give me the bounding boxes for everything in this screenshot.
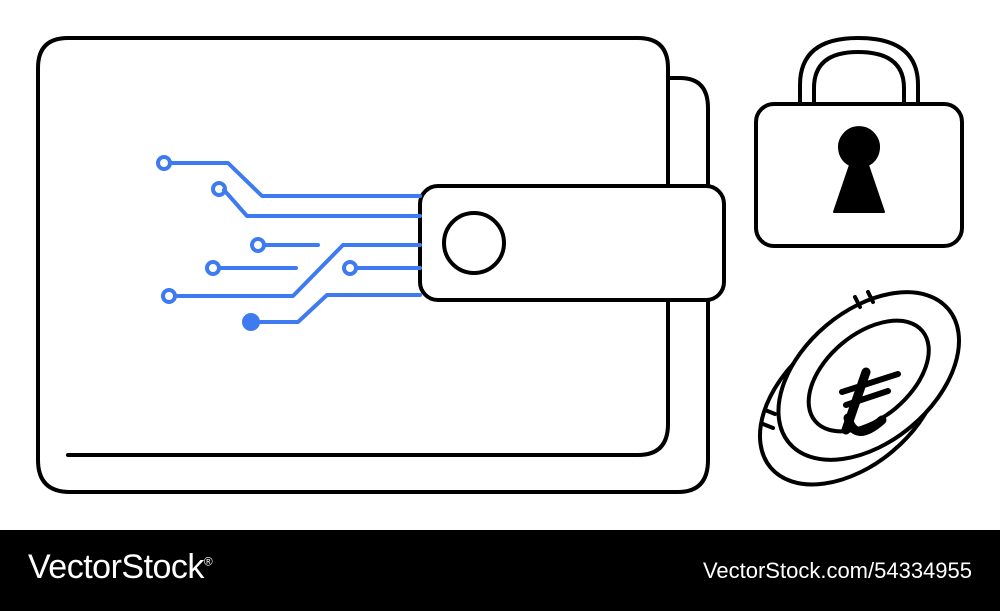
- currency-symbol: [839, 367, 901, 436]
- image-id-text: VectorStock.com/54334955: [702, 558, 972, 583]
- coin-inner-ring: [806, 318, 931, 434]
- padlock-icon: [754, 36, 964, 248]
- circuit-lines: [156, 155, 422, 331]
- padlock-shackle-outer: [798, 36, 920, 105]
- brand-name: VectorStock: [28, 548, 204, 586]
- brand-logo: VectorStock®: [28, 548, 213, 587]
- wallet-back-panel: [36, 76, 710, 494]
- coin-icon: [757, 290, 961, 487]
- brand-trademark: ®: [203, 554, 213, 569]
- keyhole-icon: [833, 126, 885, 213]
- illustration: [36, 36, 964, 494]
- wallet-clasp-button: [442, 211, 506, 275]
- padlock-shackle-inner: [812, 50, 906, 105]
- footer-bar: VectorStock® VectorStock.com/54334955: [0, 530, 1000, 611]
- digital-wallet-icon: [36, 36, 726, 494]
